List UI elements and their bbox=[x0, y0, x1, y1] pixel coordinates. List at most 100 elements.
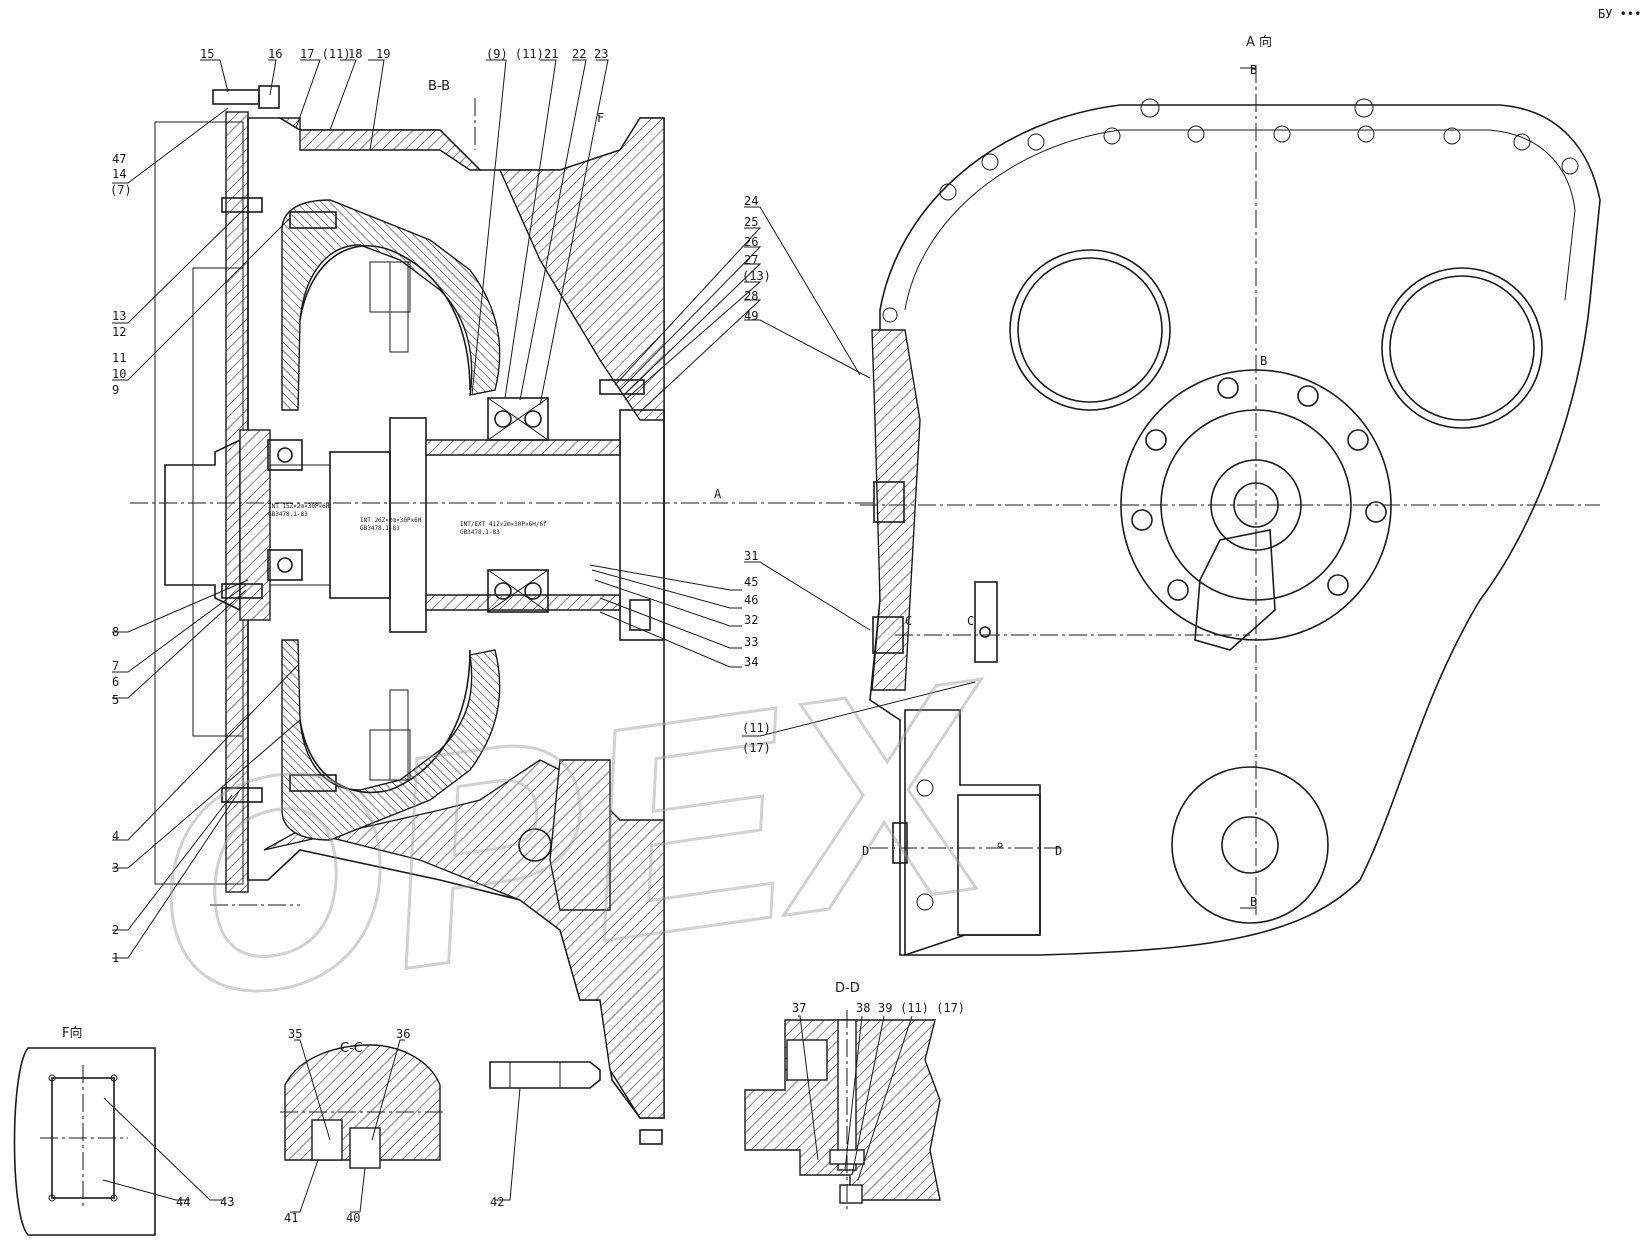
pump-gear-bore bbox=[518, 828, 552, 862]
bore-lower bbox=[1171, 766, 1329, 924]
turbine-lower bbox=[299, 649, 471, 794]
valve-plug bbox=[974, 581, 998, 663]
view-title-cc: C-C bbox=[340, 1041, 363, 1056]
part-label: 11 bbox=[112, 351, 126, 365]
output-shaft-bottom bbox=[425, 594, 621, 611]
hub-flange bbox=[239, 429, 271, 621]
part-label: 44 bbox=[176, 1195, 190, 1209]
housing-top-wall bbox=[277, 117, 482, 171]
mark-c-right: C bbox=[967, 614, 974, 628]
part-label: (9) (11) bbox=[486, 47, 544, 61]
part-label: 41 bbox=[284, 1211, 298, 1225]
bearing-upper bbox=[487, 397, 549, 441]
yoke-arm bbox=[1194, 529, 1276, 651]
part-label: 23 bbox=[594, 47, 608, 61]
main-section-view bbox=[130, 85, 890, 1145]
bore-lower-center bbox=[1221, 816, 1279, 874]
leader-lines bbox=[102, 59, 976, 1213]
valve-cover bbox=[957, 794, 1041, 936]
part-label: 26 bbox=[744, 235, 758, 249]
mark-f: F bbox=[597, 111, 604, 125]
output-flange-bolts bbox=[1131, 377, 1387, 601]
part-label: 15 bbox=[200, 47, 214, 61]
spline-note-3b: GB3478.1-83 bbox=[460, 529, 500, 536]
part-label: 8 bbox=[112, 625, 119, 639]
section-cc bbox=[280, 1044, 445, 1169]
part-label: 45 bbox=[744, 575, 758, 589]
output-flange bbox=[619, 409, 665, 641]
part-label: 7 bbox=[112, 659, 119, 673]
part-label: 1 bbox=[112, 951, 119, 965]
view-title-f: F向 bbox=[62, 1025, 82, 1041]
part-label: 47 bbox=[112, 152, 126, 166]
mark-b-top: B bbox=[1250, 63, 1257, 77]
stator-blade-upper bbox=[389, 261, 409, 353]
part-label: 5 bbox=[112, 693, 119, 707]
view-title-a: A 向 bbox=[1246, 34, 1272, 50]
section-cc-plug bbox=[349, 1127, 381, 1169]
view-f-outline bbox=[13, 1047, 156, 1236]
spline-note-3: INT/EXT 41Z×2m×30P×6H/6f bbox=[460, 521, 547, 528]
mark-d-left: D bbox=[862, 844, 869, 858]
part-label: 42 bbox=[490, 1195, 504, 1209]
part-label: 4 bbox=[112, 829, 119, 843]
part-label: 43 bbox=[220, 1195, 234, 1209]
part-label: (7) bbox=[110, 183, 132, 197]
part-label: 16 bbox=[268, 47, 282, 61]
turbine-upper bbox=[299, 245, 471, 391]
mark-c-left: C bbox=[905, 614, 912, 628]
bore-left-inner bbox=[1017, 257, 1163, 403]
part-label: 6 bbox=[112, 675, 119, 689]
part-label: 3 bbox=[112, 861, 119, 875]
bearing-hub-lower bbox=[267, 549, 303, 581]
bearing-lower bbox=[487, 569, 549, 613]
part-label: 17 (11) bbox=[300, 47, 351, 61]
part-label: 21 bbox=[544, 47, 558, 61]
part-label: 13 bbox=[112, 309, 126, 323]
part-label: 49 bbox=[744, 309, 758, 323]
part-label: 10 bbox=[112, 367, 126, 381]
mark-b-right: B bbox=[1260, 354, 1267, 368]
spline-note-1b: GB3478.1-83 bbox=[268, 511, 308, 518]
part-label: 46 bbox=[744, 593, 758, 607]
part-label: 24 bbox=[744, 194, 758, 208]
part-label: (13) bbox=[742, 269, 771, 283]
part-label: 33 bbox=[744, 635, 758, 649]
part-label: 9 bbox=[112, 383, 119, 397]
part-label: 18 bbox=[348, 47, 362, 61]
side-cover-wall bbox=[871, 329, 921, 691]
part-label: 27 bbox=[744, 253, 758, 267]
part-label: (11) bbox=[742, 721, 771, 735]
bearing-hub-upper bbox=[267, 439, 303, 471]
part-label: 25 bbox=[744, 215, 758, 229]
mark-a: A bbox=[714, 487, 722, 501]
corner-mark: БУ ••• bbox=[1598, 7, 1641, 21]
part-labels: 47 14 (7) 13 12 11 10 9 8 7 6 5 4 3 2 1 … bbox=[110, 47, 965, 1225]
valve-boss bbox=[892, 822, 908, 864]
part-label: (11) (17) bbox=[900, 1001, 965, 1015]
mark-b-bottom: B bbox=[1250, 895, 1257, 909]
part-label: 39 bbox=[878, 1001, 892, 1015]
view-title-bb: B-B bbox=[428, 79, 450, 94]
stator-blade-lower bbox=[389, 689, 409, 781]
housing-bolt-holes bbox=[882, 98, 1579, 323]
view-f bbox=[13, 1047, 156, 1236]
housing-inner-contour bbox=[904, 129, 1576, 311]
spline-note-2: INT 26Z×2m×30P×6H bbox=[360, 517, 422, 524]
bore-right bbox=[1381, 267, 1543, 429]
side-port bbox=[873, 481, 905, 523]
part-label: 31 bbox=[744, 549, 758, 563]
part-label: (17) bbox=[742, 741, 771, 755]
bore-right-inner bbox=[1389, 275, 1535, 421]
part-label: 22 bbox=[572, 47, 586, 61]
mark-d-right: D bbox=[1055, 844, 1062, 858]
part-label: 32 bbox=[744, 613, 758, 627]
bore-left bbox=[1009, 249, 1171, 411]
view-title-dd: D-D bbox=[835, 981, 860, 996]
part-label: 12 bbox=[112, 325, 126, 339]
part-label: 14 bbox=[112, 167, 126, 181]
section-dd bbox=[744, 1010, 941, 1210]
part-label: 40 bbox=[346, 1211, 360, 1225]
spline-note-1: INT 15Z×2m×30P×6H bbox=[268, 503, 330, 510]
